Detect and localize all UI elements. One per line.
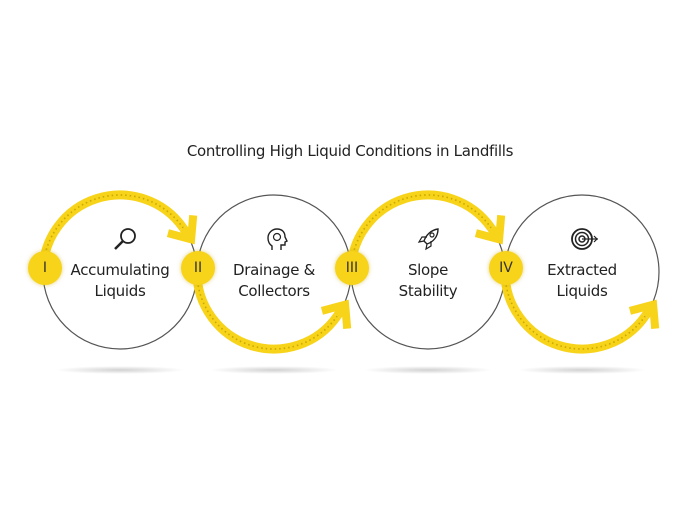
- step-badge: III: [335, 251, 369, 285]
- step-label: Drainage &Collectors: [233, 261, 315, 300]
- flow-arrow-dots: [350, 194, 492, 273]
- shadow: [517, 366, 647, 374]
- flow-arrow-dots: [196, 271, 338, 350]
- step-badge: I: [28, 251, 62, 285]
- rocket-icon: [417, 228, 439, 251]
- head-gear-icon: [267, 228, 288, 250]
- target-icon: [571, 228, 598, 250]
- shadow: [55, 366, 185, 374]
- step-badge: IV: [489, 251, 523, 285]
- shadow: [209, 366, 339, 374]
- magnifier-icon: [114, 228, 136, 250]
- flow-arrowhead: [474, 215, 506, 245]
- flow-arrow-dots: [42, 194, 184, 273]
- shadow: [363, 366, 493, 374]
- flow-arrowhead: [628, 299, 660, 329]
- flow-arrowhead: [166, 215, 198, 245]
- step-badge: II: [181, 251, 215, 285]
- flow-arrow-dots: [504, 271, 646, 350]
- flow-arrowhead: [320, 299, 352, 329]
